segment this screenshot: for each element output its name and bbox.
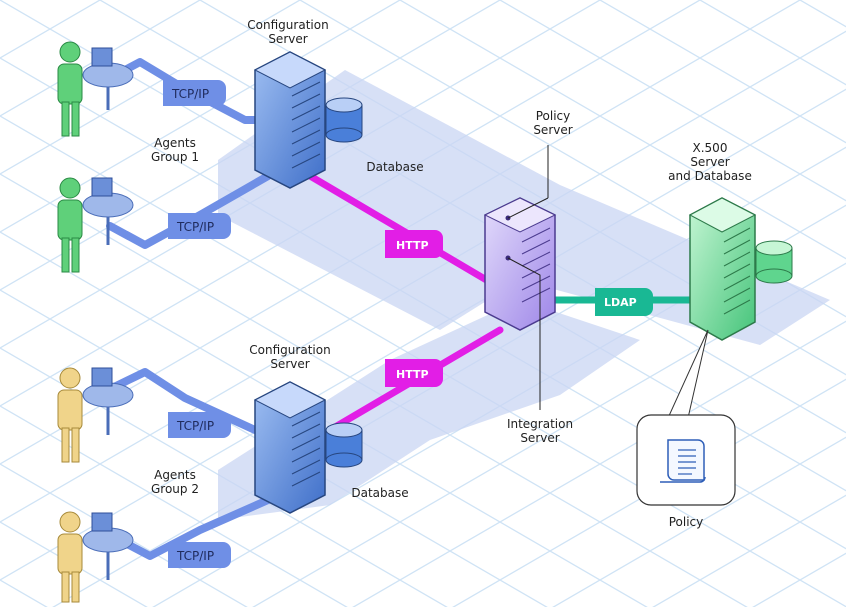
x500-server	[688, 197, 757, 341]
tcp-tag-4: TCP/IP	[168, 542, 231, 568]
tcp-tag-2: TCP/IP	[168, 213, 231, 239]
database-2-label: Database	[351, 486, 409, 500]
configuration-server-1	[253, 51, 327, 189]
policy-scroll-icon	[660, 439, 706, 483]
agent-3	[57, 367, 134, 463]
policy-label: Policy	[668, 515, 704, 529]
tcp-label-1: TCP/IP	[171, 87, 209, 101]
tcp-tag-3: TCP/IP	[168, 412, 231, 438]
agent-4	[57, 511, 134, 603]
http-label-2: HTTP	[396, 368, 429, 381]
tcp-label-4: TCP/IP	[176, 549, 214, 563]
agents-group-2-label: Agents Group 2	[151, 468, 199, 496]
ldap-label: LDAP	[604, 296, 637, 309]
http-label-1: HTTP	[396, 239, 429, 252]
policy-server-label: Policy Server	[533, 109, 573, 137]
policy-server-callout	[507, 197, 549, 219]
x500-database-cylinder	[755, 240, 793, 284]
tcp-label-3: TCP/IP	[176, 419, 214, 433]
configuration-server-1-label: Configuration Server	[247, 18, 329, 46]
database-2-cylinder	[325, 422, 363, 468]
tcp-tag-1: TCP/IP	[163, 80, 226, 106]
integration-server-callout	[507, 257, 541, 410]
x500-label: X.500 Server and Database	[668, 141, 752, 183]
agent-2	[57, 177, 134, 273]
tcp-label-2: TCP/IP	[176, 220, 214, 234]
configuration-server-2	[253, 381, 327, 514]
agent-1	[57, 41, 134, 137]
configuration-server-2-label: Configuration Server	[249, 343, 331, 371]
database-1-label: Database	[366, 160, 424, 174]
agents-group-1-label: Agents Group 1	[151, 136, 199, 164]
http-tag-1: HTTP	[385, 230, 443, 258]
integration-server-label: Integration Server	[506, 417, 574, 445]
ldap-tag: LDAP	[595, 288, 653, 316]
database-1-cylinder	[325, 97, 363, 143]
http-tag-2: HTTP	[385, 359, 443, 387]
